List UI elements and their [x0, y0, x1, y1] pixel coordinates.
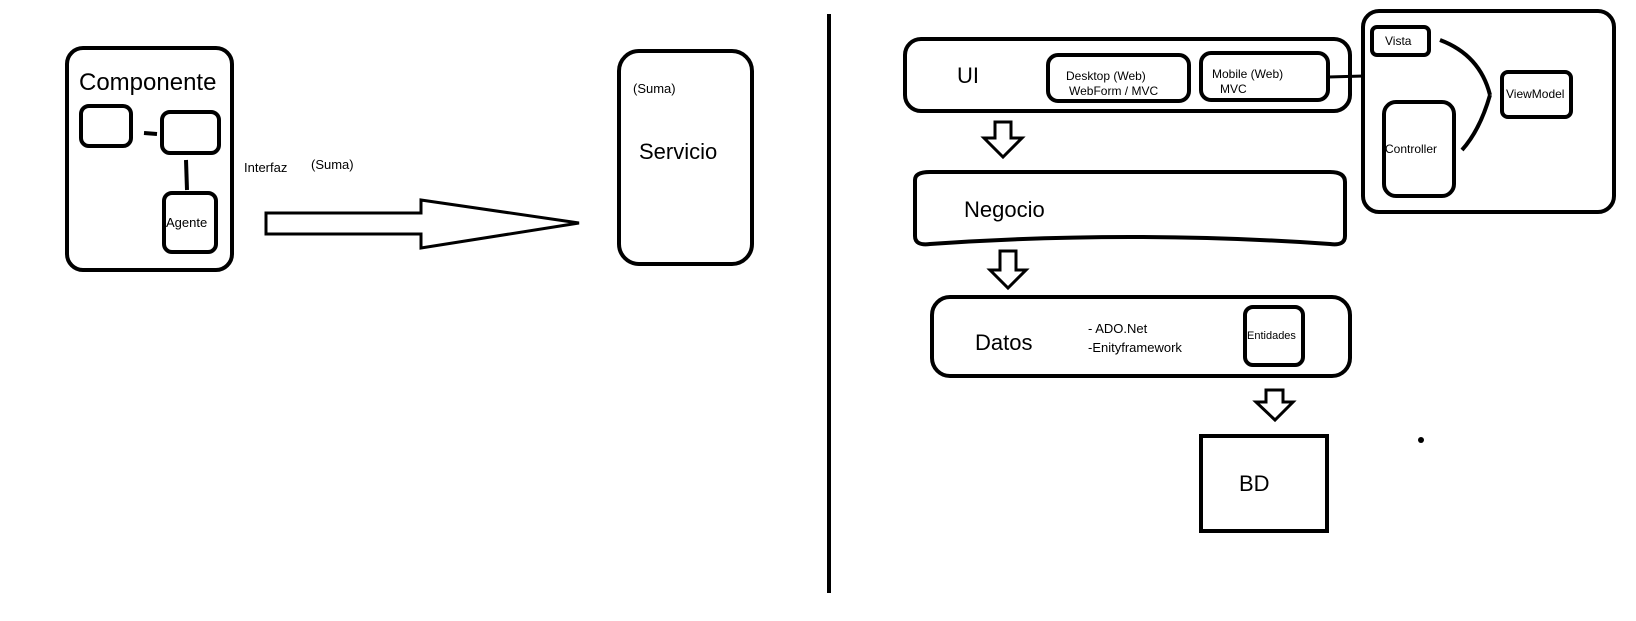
negocio-shape [913, 170, 1347, 247]
subbox-connector [143, 131, 158, 136]
arrow-negocio-datos [986, 249, 1030, 291]
agente-label: Agente [166, 215, 207, 230]
mvc-box [1361, 9, 1616, 214]
componente-subbox-left [79, 104, 133, 148]
suma-label: (Suma) [311, 157, 354, 172]
ui-title: UI [957, 63, 979, 88]
servicio-title: Servicio [639, 139, 717, 164]
vista-label: Vista [1385, 34, 1412, 48]
datos-title: Datos [975, 330, 1032, 355]
agente-connector [184, 159, 189, 191]
agente-box [162, 191, 218, 254]
arrow-ui-negocio [980, 120, 1026, 160]
desktop-box [1046, 53, 1191, 103]
entidades-box [1243, 305, 1305, 367]
desktop-line1: Desktop (Web) [1066, 69, 1146, 83]
datos-tech1: - ADO.Net [1088, 321, 1148, 336]
datos-tech2: -Enityframework [1088, 340, 1182, 355]
controller-viewmodel-connector [1460, 94, 1492, 152]
datos-box [930, 295, 1352, 378]
componente-title: Componente [79, 69, 216, 96]
vista-box [1370, 25, 1431, 57]
ui-mvc-connector [1327, 74, 1365, 79]
componente-subbox-right [160, 110, 221, 155]
bd-box [1199, 434, 1329, 533]
stray-dot [1418, 437, 1424, 443]
bd-title: BD [1239, 471, 1270, 496]
viewmodel-box [1500, 70, 1573, 119]
interfaz-label: Interfaz [244, 160, 287, 175]
entidades-label: Entidades [1247, 330, 1296, 342]
servicio-suma-label: (Suma) [633, 81, 676, 96]
vista-viewmodel-connector [1439, 38, 1492, 96]
interfaz-arrow [264, 198, 580, 250]
arrow-datos-bd [1252, 388, 1297, 423]
controller-box [1382, 100, 1456, 198]
controller-label: Controller [1385, 142, 1437, 156]
desktop-line2: WebForm / MVC [1069, 84, 1158, 98]
mobile-line2: MVC [1220, 82, 1247, 96]
negocio-title: Negocio [964, 197, 1045, 222]
componente-box [65, 46, 234, 272]
servicio-box [617, 49, 754, 266]
mobile-line1: Mobile (Web) [1212, 67, 1283, 81]
viewmodel-label: ViewModel [1506, 87, 1564, 101]
